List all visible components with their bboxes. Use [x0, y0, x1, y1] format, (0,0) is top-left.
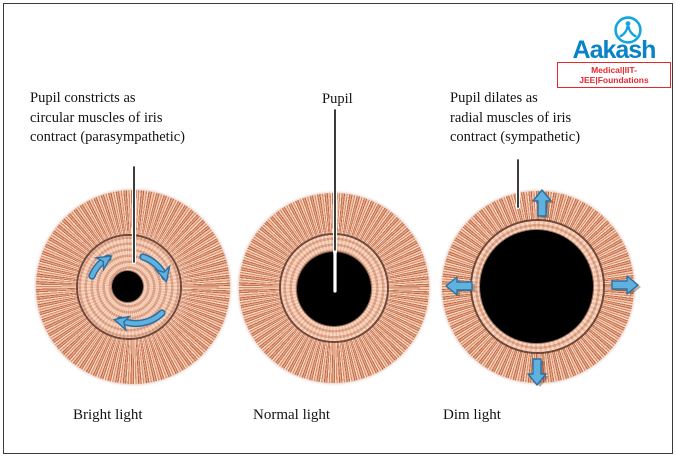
- caption-normal-light: Normal light: [253, 407, 331, 423]
- iris-normal-light: [239, 193, 429, 383]
- caption-dim-light: Dim light: [443, 407, 501, 423]
- annotation-line: Pupil dilates as: [450, 90, 538, 106]
- annotation-line: Pupil: [322, 91, 353, 107]
- pupil-constricted: [112, 271, 143, 302]
- iris-inner-ring: [76, 234, 182, 340]
- annotation-line: radial muscles of iris: [450, 109, 572, 126]
- logo-tagline: Medical|IIT-JEE|Foundations: [557, 62, 671, 88]
- annotation-line: contract (sympathetic): [450, 129, 581, 145]
- annotation-line: circular muscles of iris: [30, 109, 163, 126]
- iris-bright-light: [36, 190, 230, 384]
- annotation-bright-light: Pupil constricts as circular muscles of …: [30, 89, 185, 148]
- iris-dim-light: [442, 191, 634, 383]
- pupil-dilated: [480, 230, 593, 343]
- logo-brand-text: Aakash: [572, 36, 657, 64]
- annotation-dim-light: Pupil dilates as radial muscles of iris …: [450, 89, 580, 148]
- pupil-normal: [297, 252, 371, 326]
- caption-bright-light: Bright light: [73, 407, 143, 423]
- annotation-pupil: Pupil: [322, 90, 353, 110]
- annotation-line: Pupil constricts as: [30, 90, 136, 106]
- annotation-line: contract (parasympathetic): [30, 129, 185, 145]
- aakash-logo-icon: [614, 16, 642, 44]
